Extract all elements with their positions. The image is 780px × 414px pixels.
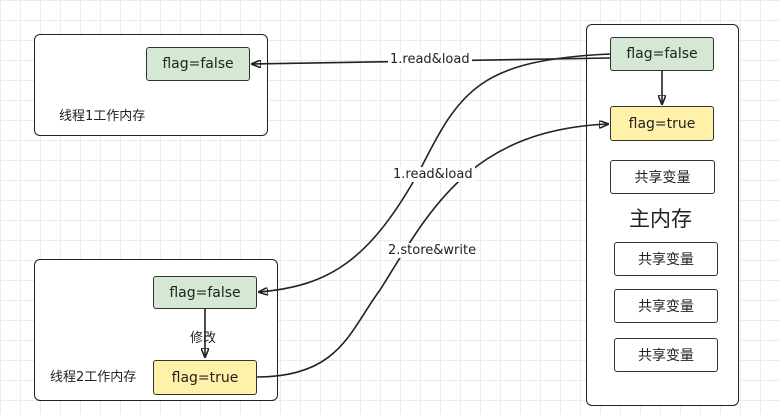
thread2-flag-false-text: flag=false [169, 284, 241, 301]
edge-label-read-load-1: 1.read&load [388, 52, 472, 67]
thread2-flag-true-text: flag=true [171, 369, 239, 386]
shared-var-text-4: 共享变量 [638, 348, 694, 364]
shared-var-text-3: 共享变量 [638, 299, 694, 315]
thread1-flag-text: flag=false [162, 56, 234, 72]
edge-store-write [256, 124, 608, 378]
shared-var-box-4: 共享变量 [614, 338, 718, 372]
modify-label: 修改 [190, 331, 217, 346]
main-flag-false-text: flag=false [626, 46, 698, 62]
shared-var-text-2: 共享变量 [638, 252, 694, 268]
main-flag-false-box: flag=false [610, 37, 714, 71]
thread2-title: 线程2工作内存 [50, 370, 137, 385]
shared-var-text-1: 共享变量 [634, 170, 691, 186]
shared-var-box-1: 共享变量 [610, 160, 715, 194]
thread2-flag-true-box: flag=true [153, 360, 257, 395]
shared-var-box-2: 共享变量 [614, 242, 718, 276]
main-flag-true-box: flag=true [610, 106, 714, 141]
thread1-title: 线程1工作内存 [59, 109, 146, 124]
thread1-flag-box: flag=false [146, 47, 250, 81]
edge-label-store-write: 2.store&write [386, 243, 479, 258]
main-flag-true-text: flag=true [628, 115, 696, 132]
main-memory-title: 主内存 [629, 207, 692, 231]
edge-label-read-load-2: 1.read&load [391, 167, 475, 182]
thread2-flag-false-box: flag=false [153, 276, 257, 309]
shared-var-box-3: 共享变量 [614, 289, 718, 323]
